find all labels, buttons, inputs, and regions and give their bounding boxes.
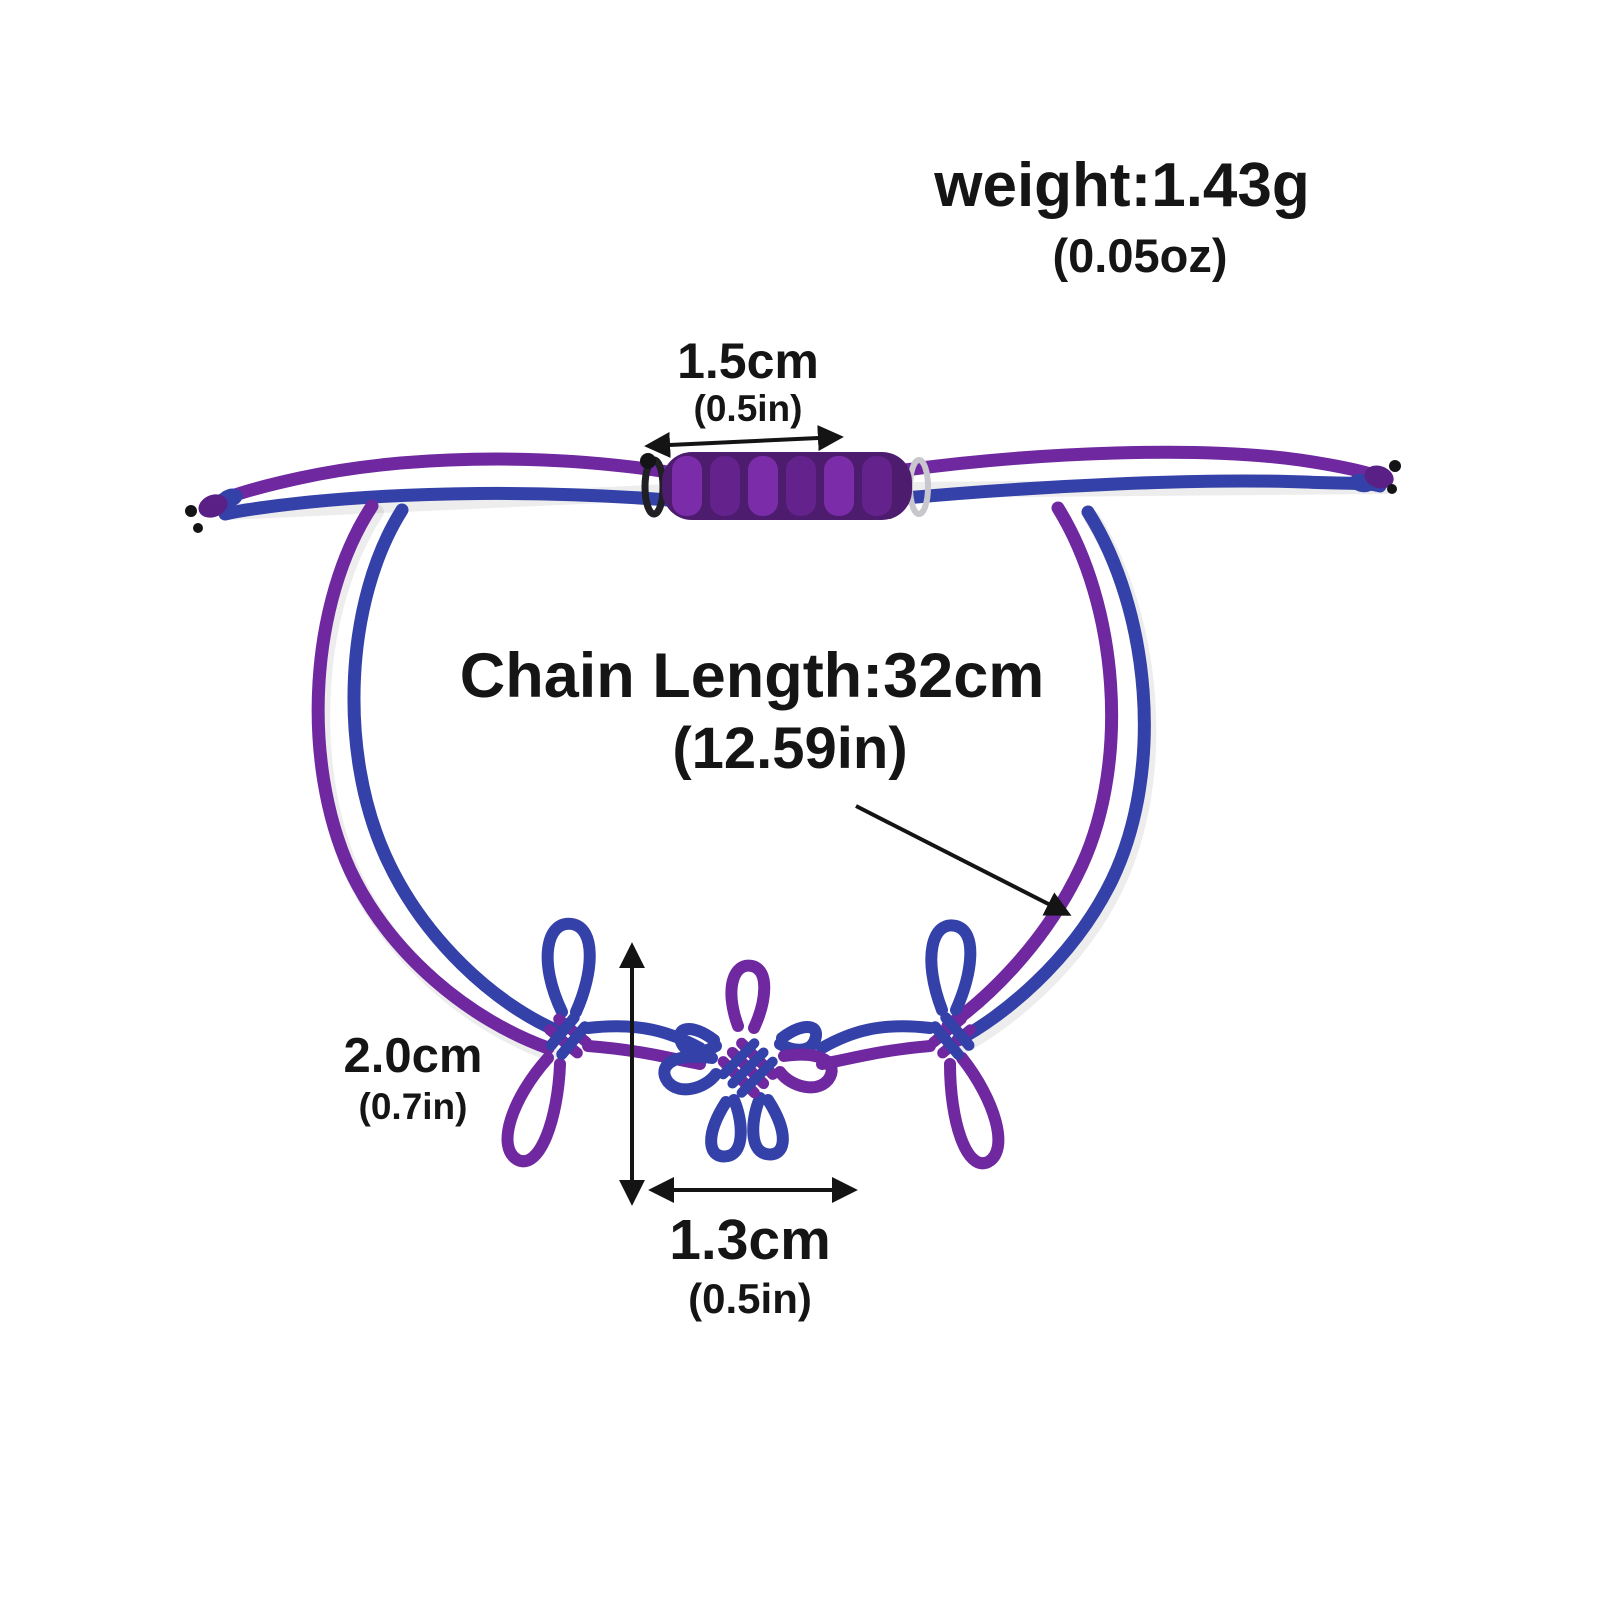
cord-left-arc — [311, 499, 567, 1055]
center-petal-bottom-left — [705, 1094, 747, 1163]
weight-label-imperial: (0.05oz) — [1052, 229, 1228, 282]
center-knot-weave — [717, 1037, 779, 1099]
end-bead — [1387, 484, 1397, 494]
end-bead — [185, 505, 197, 517]
left-cross-knot — [501, 917, 706, 1168]
center-petal-top — [725, 959, 771, 1034]
pendant-width-label-imperial: (0.5in) — [688, 1275, 812, 1322]
right-end-knot — [1349, 460, 1401, 494]
pendant-width-label: 1.3cm — [669, 1208, 831, 1272]
cord-right-arc — [941, 501, 1151, 1047]
center-petal-upper-left — [674, 1023, 722, 1058]
slider-barrel — [662, 452, 912, 520]
right-knot-bottom-loop — [944, 1052, 1005, 1170]
cord-left-straight — [215, 452, 675, 521]
right-cross-knot — [816, 919, 1005, 1170]
chain-length-label: Chain Length:32cm — [459, 641, 1045, 711]
left-knot-weave — [544, 1012, 592, 1060]
slider-bead-black — [640, 453, 656, 469]
right-knot-weave — [928, 1012, 976, 1060]
center-petal-right — [774, 1048, 838, 1094]
dim-arrow-slider-width — [644, 425, 844, 458]
center-petal-bottom-right — [747, 1092, 789, 1161]
left-knot-bottom-loop — [501, 1052, 566, 1168]
center-petal-left — [658, 1050, 722, 1096]
right-knot-top-loop — [925, 919, 977, 1016]
center-flower-knot — [658, 959, 838, 1163]
end-bead — [1389, 460, 1401, 472]
dim-arrow-chain-length — [855, 804, 1072, 916]
end-bead — [193, 523, 203, 533]
chain-length-label-imperial: (12.59in) — [672, 716, 908, 781]
dimension-lines — [619, 425, 1072, 1206]
pendant-height-label: 2.0cm — [343, 1029, 483, 1083]
weight-label: weight:1.43g — [934, 151, 1310, 220]
pendant-height-label-imperial: (0.7in) — [358, 1086, 468, 1127]
slider-width-label-imperial: (0.5in) — [693, 388, 803, 429]
center-petal-upper-right — [774, 1021, 822, 1056]
left-end-knot — [185, 488, 243, 533]
left-knot-top-loop — [541, 917, 596, 1018]
slider-width-label: 1.5cm — [677, 333, 819, 389]
